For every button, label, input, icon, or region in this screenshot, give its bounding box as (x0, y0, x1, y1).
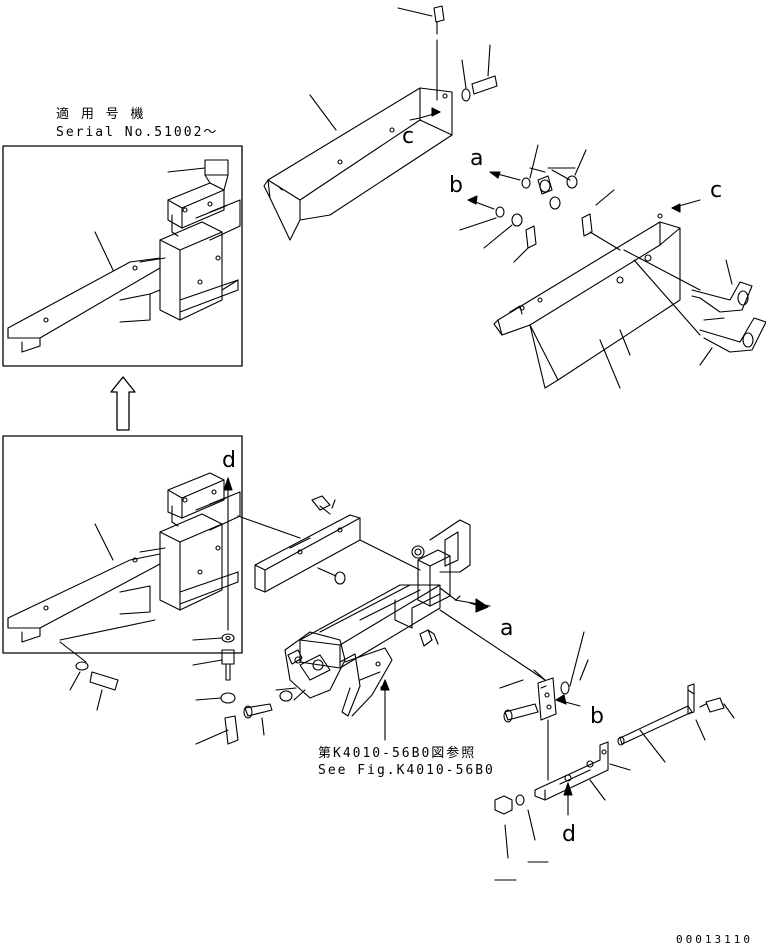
inset-frame-lower (3, 436, 242, 653)
reference-note-line2: See Fig.K4010-56B0 (318, 763, 495, 778)
callout-d-upper: d (222, 448, 236, 473)
main-frame-assembly (238, 496, 545, 716)
serial-note-line2: Serial No.51002～ (56, 125, 219, 140)
callout-b-upper: b (449, 173, 463, 198)
inset-frame-upper (3, 146, 242, 366)
callout-a-lower: a (500, 616, 514, 641)
callout-d-lower: d (562, 822, 576, 847)
callout-a-upper: a (470, 146, 484, 171)
upper-cover-assembly (264, 6, 766, 388)
lower-fasteners (60, 634, 305, 744)
drawing-number: 00013110 (676, 933, 753, 946)
reference-arrow (381, 680, 389, 740)
up-arrow-icon (111, 377, 135, 430)
callout-c-upper: c (402, 124, 415, 149)
inset-lower-bracket (8, 473, 240, 642)
inset-upper-bracket (8, 160, 240, 352)
callout-b-lower: b (590, 704, 604, 729)
serial-note-line1: 適 用 号 機 (56, 107, 146, 122)
latch-assembly (495, 632, 734, 880)
reference-note-line1: 第K4010-56B0図参照 (318, 746, 477, 761)
callout-c-right: c (710, 178, 723, 203)
d-upper-arrow (224, 478, 232, 630)
